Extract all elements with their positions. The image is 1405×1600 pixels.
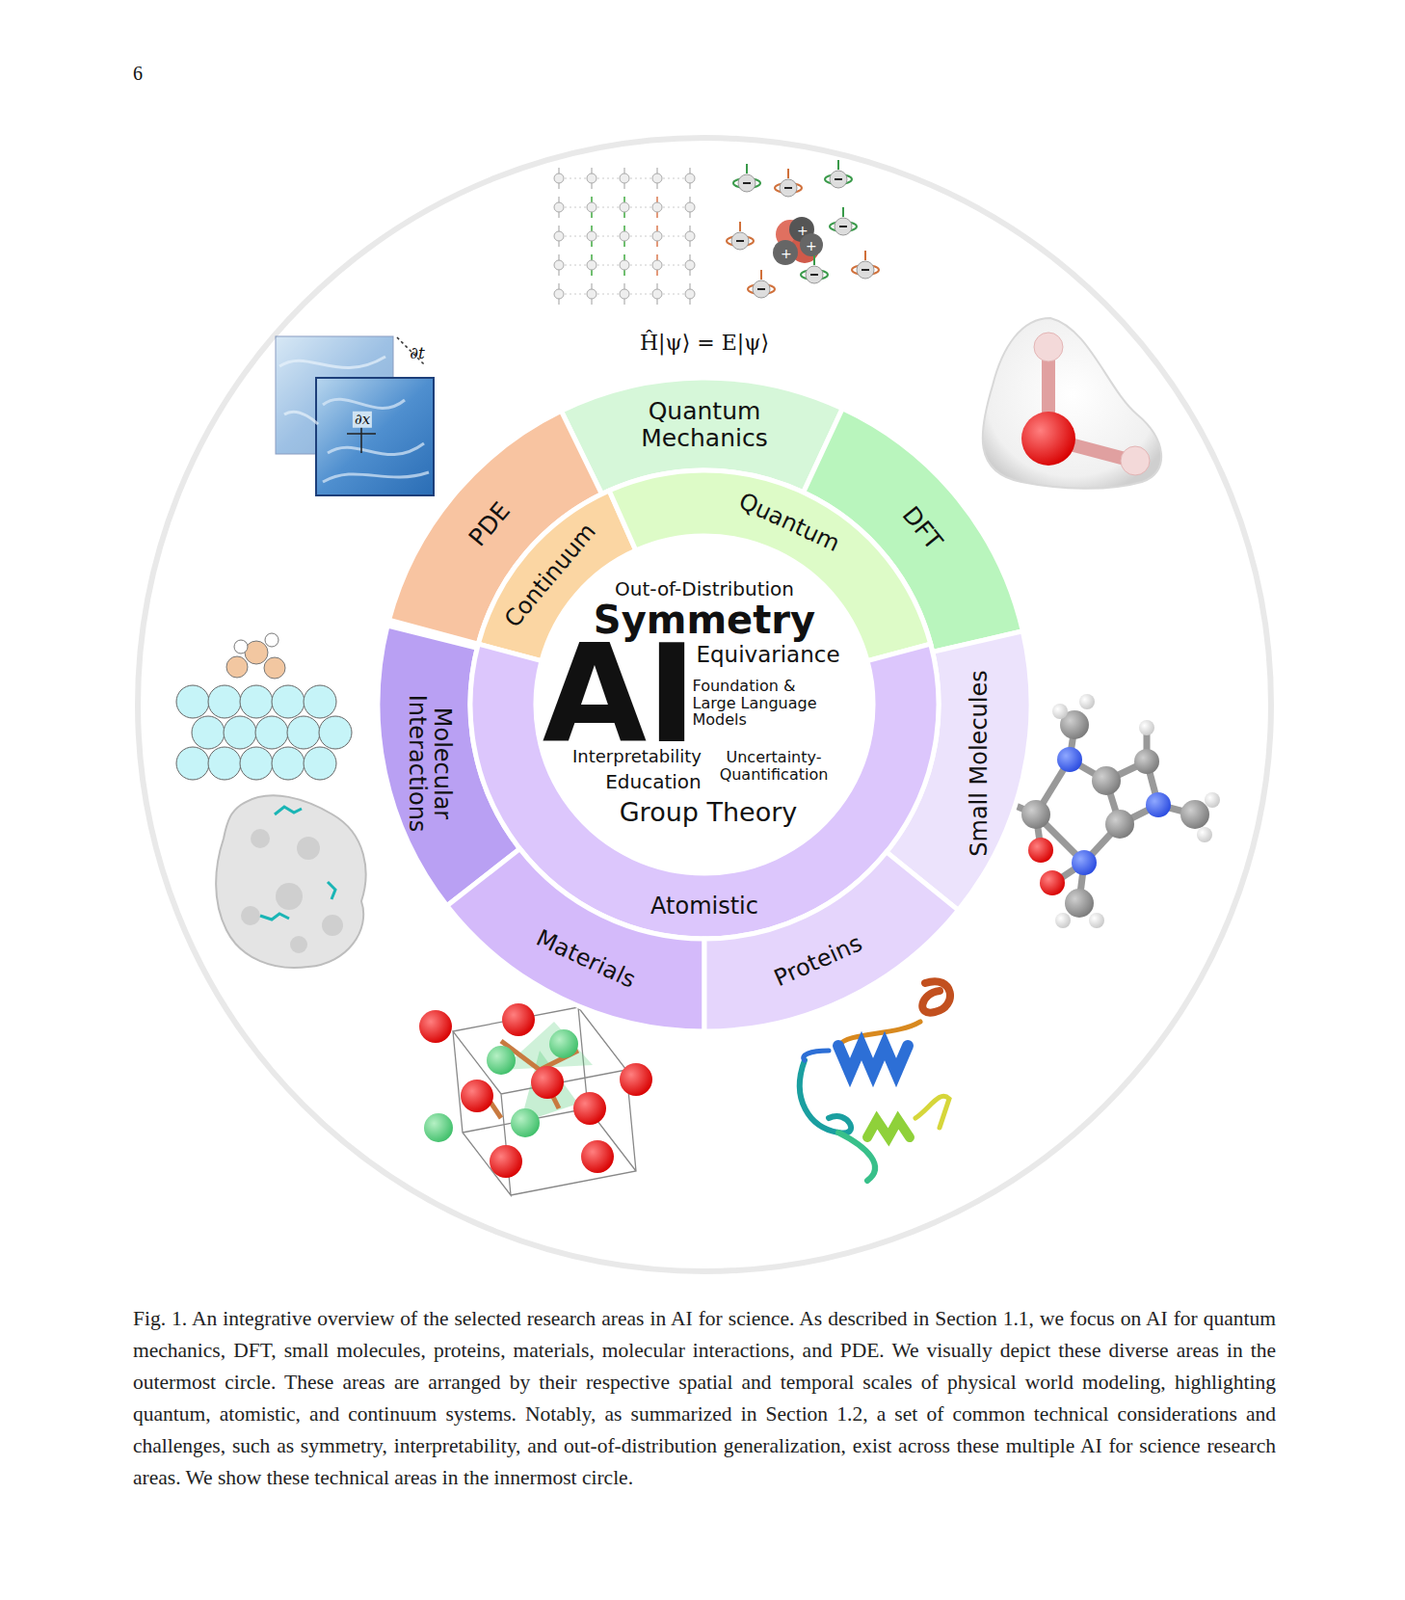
segment-label: Quantum Mechanics	[622, 397, 787, 451]
svg-text:+: +	[805, 238, 818, 254]
center-circle: Out-of-DistributionSymmetryAIEquivarianc…	[538, 538, 871, 871]
annotation-label: 6	[132, 62, 143, 84]
center-keyword: AI	[542, 627, 697, 763]
center-keyword: Education	[605, 770, 702, 793]
center-keyword: Out-of-Distribution	[614, 578, 795, 600]
svg-text:+: +	[780, 245, 793, 262]
center-keyword: Foundation & Large Language Models	[692, 677, 823, 729]
figure-caption: Fig. 1. An integrative overview of the s…	[132, 1302, 1276, 1494]
center-keyword: Equivariance	[695, 642, 840, 667]
segment-label: Atomistic	[650, 893, 759, 919]
segment-label: DFT	[897, 501, 948, 555]
annotation-label: Ĥ|ψ⟩ = E|ψ⟩	[639, 331, 769, 355]
annotation-label: ∂x	[352, 411, 372, 428]
segment-label: Small Molecules	[965, 669, 991, 856]
center-keyword: Group Theory	[619, 797, 798, 827]
segment-label: Materials	[532, 925, 640, 993]
svg-text:+: +	[796, 222, 809, 239]
segment-label: PDE	[463, 497, 515, 552]
segment-label: Molecular Interactions	[404, 681, 456, 846]
segment-label: Proteins	[770, 929, 867, 991]
annotation-label: ∂t	[409, 344, 425, 363]
center-keyword: Interpretability	[572, 746, 702, 767]
center-keyword: Uncertainty-Quantification	[716, 748, 831, 783]
